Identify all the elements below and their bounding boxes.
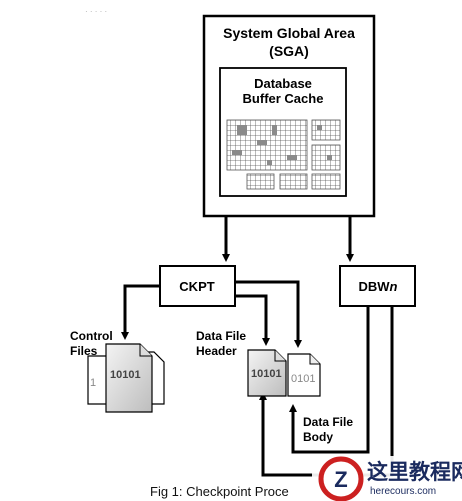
svg-text:Z: Z [334,467,347,492]
svg-text:1: 1 [90,377,96,389]
data-file-body-icon: 0101 [287,353,321,397]
data-file-body-label-line2: Body [303,430,333,444]
dbwn-box [339,265,416,307]
arrow-ckpt-to-data-file-header [235,294,270,346]
control-files-label-line1: Control [70,329,113,343]
arrow-ckpt-to-control-files [121,284,160,340]
figure-caption: Fig 1: Checkpoint Proce [150,484,289,499]
data-file-header-icon: 10101 [247,349,287,397]
dbwn-label: DBWn [359,279,398,294]
buffer-cache-label-line1: Database [254,76,312,91]
ckpt-label: CKPT [179,279,214,294]
svg-text:0101: 0101 [291,373,315,385]
data-file-body-label-line1: Data File [303,415,353,429]
buffer-cache-label-line2: Buffer Cache [243,91,324,106]
watermark-logo: Z 这里教程网 herecours.com [312,456,462,501]
arrow-dbwn-to-data-file-body [289,306,370,454]
watermark-text-cn: 这里教程网 [367,460,462,484]
sga-title-line2: (SGA) [269,43,309,59]
control-file-icon: 1 10101 [87,343,165,413]
svg-text:10101: 10101 [251,368,282,380]
watermark-text-en: herecours.com [370,486,436,497]
data-file-header-label-line2: Header [196,344,237,358]
arrow-ckpt-to-data-file [235,280,302,348]
svg-text:10101: 10101 [110,369,141,381]
buffer-grid-icon [226,119,341,190]
ckpt-box [159,265,236,307]
sga-title-line1: System Global Area [223,25,355,41]
svg-text:· · · · ·: · · · · · [85,7,107,16]
data-file-header-label-line1: Data File [196,329,246,343]
control-files-label-line2: Files [70,344,98,358]
